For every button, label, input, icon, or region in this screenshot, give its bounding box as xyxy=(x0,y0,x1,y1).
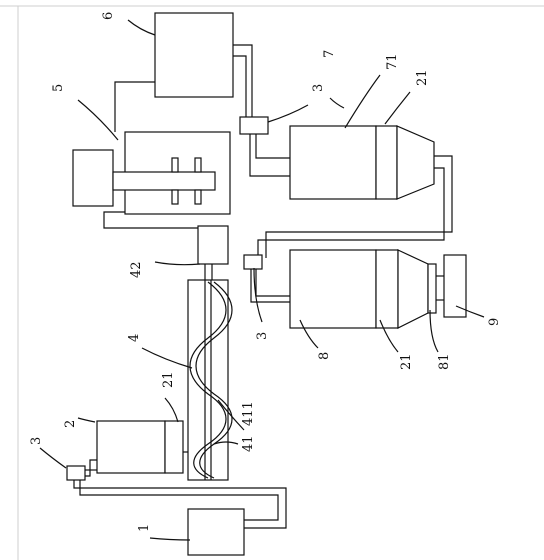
unit-6-box xyxy=(154,12,234,98)
unit-8-cone xyxy=(397,249,429,329)
sensor-3-left xyxy=(66,465,86,481)
unit-5-blade-2a xyxy=(194,157,202,173)
sensor-3-top xyxy=(239,116,269,135)
unit-42-box xyxy=(197,225,229,265)
label-81: 81 xyxy=(437,353,452,370)
label-42: 42 xyxy=(129,261,144,278)
pipe-sensor-left-to-2b xyxy=(85,459,97,477)
pipe-1-to-sensor-b xyxy=(79,480,279,521)
pipe-7-to-8a xyxy=(265,155,453,258)
unit-5-shaft xyxy=(112,171,216,191)
leader-41 xyxy=(213,441,239,445)
leader-3-mid xyxy=(253,267,263,323)
leader-9 xyxy=(455,305,485,318)
leader-3-top xyxy=(267,104,309,123)
pipe-5-to-6 xyxy=(114,81,155,132)
label-9: 9 xyxy=(487,318,502,326)
unit-7-cone xyxy=(396,125,435,200)
unit-9-box xyxy=(443,254,467,318)
label-71: 71 xyxy=(385,53,400,70)
unit-4-screw-411 xyxy=(189,281,227,479)
label-3-mid: 3 xyxy=(255,332,270,340)
pipe-6-to-sensor-b xyxy=(233,55,247,118)
leader-6 xyxy=(127,19,156,36)
leader-81 xyxy=(429,309,439,353)
leader-8 xyxy=(299,319,319,349)
leader-42 xyxy=(154,261,201,266)
label-4: 4 xyxy=(127,334,142,342)
pipe-sensor-mid-to-8b xyxy=(250,269,290,303)
pipe-7-to-8b xyxy=(257,167,445,258)
unit-5-blade-1a xyxy=(171,157,179,173)
unit-2-body xyxy=(96,420,166,474)
unit-8-body xyxy=(289,249,377,329)
leader-71 xyxy=(344,74,381,129)
leader-411 xyxy=(217,399,245,431)
leader-3-left xyxy=(39,447,67,469)
pipe-6-to-sensor-a xyxy=(233,44,253,118)
label-3-top: 3 xyxy=(311,84,326,92)
leader-2 xyxy=(77,417,96,423)
leader-1 xyxy=(149,537,191,541)
leader-21-top xyxy=(384,91,411,125)
unit-8-outlet-81 xyxy=(427,263,437,314)
label-2: 2 xyxy=(63,420,78,428)
leader-21-left xyxy=(164,397,179,423)
label-21-left: 21 xyxy=(161,371,176,388)
unit-4-screw-411-b xyxy=(195,281,233,479)
leader-5 xyxy=(77,99,119,141)
unit-7-section-21 xyxy=(375,125,398,200)
unit-5-blade-1b xyxy=(171,189,179,205)
pipe-1-to-sensor-a xyxy=(73,480,287,529)
pipe-sensor-top-to-7a xyxy=(255,134,290,159)
pipe-sensor-top-to-7b xyxy=(249,134,290,177)
unit-7-body xyxy=(289,125,377,200)
label-21-bottom: 21 xyxy=(399,353,414,370)
unit-5-blade-2b xyxy=(194,189,202,205)
unit-5-motor xyxy=(72,149,114,207)
pipe-5-to-42 xyxy=(103,211,198,229)
label-8: 8 xyxy=(317,352,332,360)
leader-4 xyxy=(141,347,193,369)
unit-2-section-21 xyxy=(164,420,184,474)
leader-21-bottom xyxy=(379,319,399,353)
pipe-sensor-mid-to-8a xyxy=(255,269,290,297)
label-7: 7 xyxy=(322,50,337,58)
label-3-left: 3 xyxy=(29,437,44,445)
leader-7 xyxy=(329,97,345,109)
unit-1-box xyxy=(187,508,245,556)
unit-8-section-21 xyxy=(375,249,399,329)
label-21-top: 21 xyxy=(415,69,430,86)
label-411: 411 xyxy=(241,401,256,426)
label-6: 6 xyxy=(101,12,116,20)
label-41: 41 xyxy=(241,435,256,452)
sensor-3-middle xyxy=(243,254,263,270)
label-5: 5 xyxy=(51,84,66,92)
label-1: 1 xyxy=(137,524,152,532)
